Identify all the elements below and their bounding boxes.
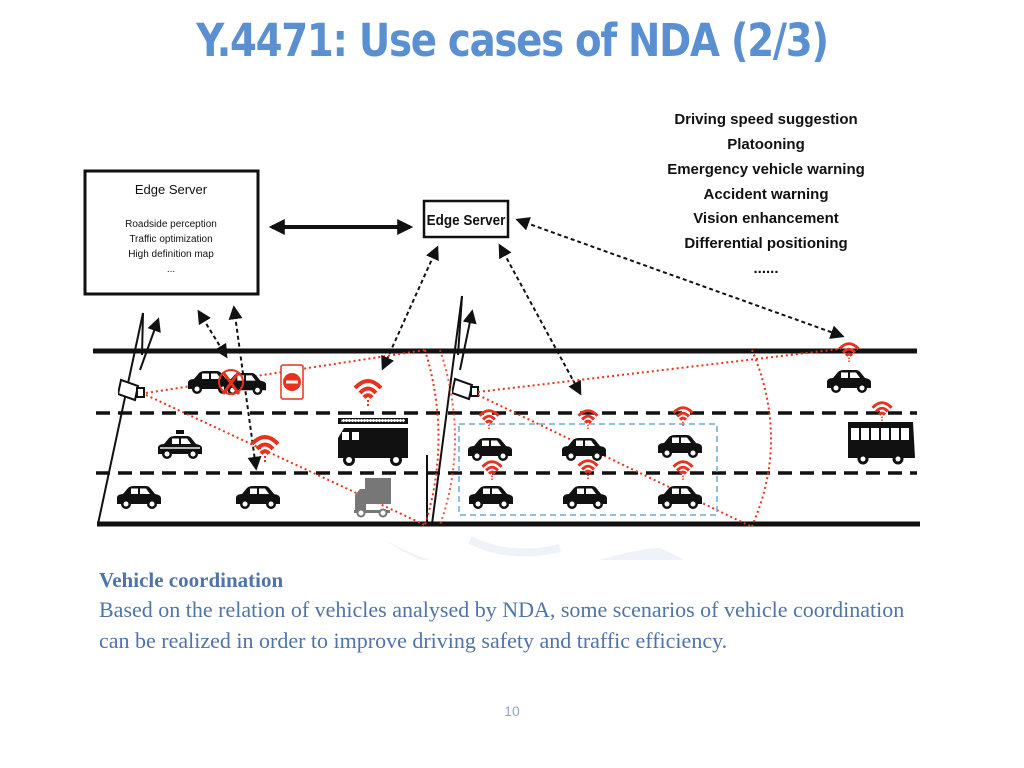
wifi-signal-icon	[481, 459, 503, 482]
page-number: 10	[504, 703, 520, 719]
car-icon	[827, 370, 871, 393]
edge-server-left: Edge Server Roadside perception Traffic …	[83, 169, 260, 296]
wifi-signal-icon	[672, 459, 694, 482]
car-icon	[117, 486, 161, 509]
edge-server-function: High definition map	[128, 249, 214, 260]
edge-server-left-title: Edge Server	[135, 182, 208, 197]
communication-arrows	[197, 217, 845, 471]
watermark-logo	[385, 536, 685, 560]
car-icon	[236, 486, 280, 509]
edge-server-center-title: Edge Server	[427, 212, 506, 229]
collision-icon	[218, 369, 244, 395]
roadside-unit-center	[426, 295, 479, 525]
caption-heading: Vehicle coordination	[99, 568, 284, 592]
service-item: Vision enhancement	[693, 210, 839, 227]
camera-icon	[118, 379, 145, 401]
platoon-vehicles	[468, 405, 702, 509]
caption-body: Based on the relation of vehicles analys…	[99, 597, 905, 653]
camera-icon	[452, 378, 479, 400]
fire-truck-icon	[338, 418, 408, 466]
services-list: Driving speed suggestion Platooning Emer…	[667, 111, 865, 277]
taxi-icon	[158, 430, 202, 459]
car-icon	[563, 486, 607, 509]
vehicle-coordination-diagram: Edge Server Roadside perception Traffic …	[83, 111, 920, 560]
service-item: ......	[753, 260, 778, 277]
car-icon	[562, 438, 606, 461]
wifi-signal-icon	[353, 379, 383, 406]
wifi-signal-icon	[577, 458, 599, 481]
service-item: Accident warning	[703, 186, 828, 203]
car-icon	[468, 438, 512, 461]
service-item: Driving speed suggestion	[674, 111, 857, 128]
car-icon	[658, 435, 702, 458]
car-icon	[658, 486, 702, 509]
edge-server-center: Edge Server	[422, 199, 510, 239]
service-item: Platooning	[727, 136, 805, 153]
slide-title: Y.4471: Use cases of NDA (2/3)	[196, 14, 829, 67]
delivery-truck-icon	[354, 478, 391, 518]
wifi-signal-icon	[250, 435, 280, 462]
edge-server-function: Traffic optimization	[129, 234, 212, 245]
platoon-group	[458, 423, 718, 516]
wifi-signal-icon	[478, 408, 500, 431]
service-item: Differential positioning	[684, 235, 847, 252]
caption: Vehicle coordination Based on the relati…	[99, 565, 929, 656]
service-item: Emergency vehicle warning	[667, 161, 865, 178]
no-entry-sign-icon	[280, 364, 304, 400]
accident-scene	[188, 364, 304, 400]
edge-server-function: Roadside perception	[125, 219, 217, 230]
roadside-unit-left	[97, 312, 161, 525]
car-icon	[469, 486, 513, 509]
bus-icon	[848, 422, 915, 465]
edge-server-function: ...	[167, 264, 175, 275]
